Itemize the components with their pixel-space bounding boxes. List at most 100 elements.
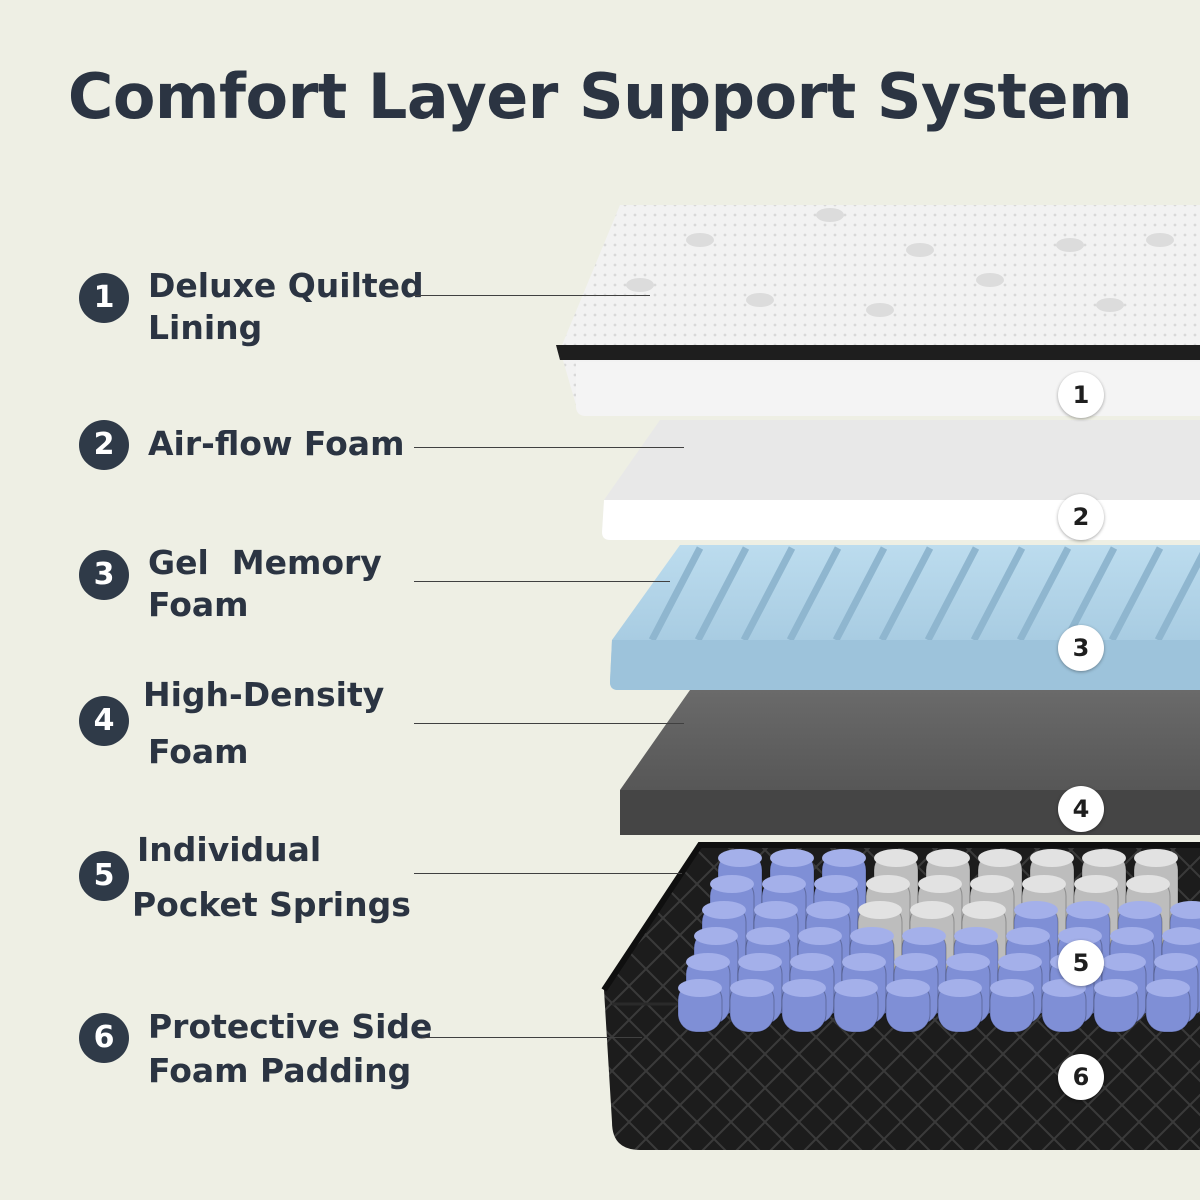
layer-number-5: 5 [79,851,129,901]
spring-top [694,927,738,945]
gel-ridge [970,546,1026,642]
layer-number-3: 3 [79,550,129,600]
page-title: Comfort Layer Support System [67,60,1133,133]
gel-ridge [878,546,934,642]
spring-top [938,979,982,997]
gel-ridge [648,546,704,642]
layer-number-4: 4 [79,696,129,746]
layer-label-3-line2: Foam [148,585,249,624]
layer-label-1-line2: Lining [148,308,263,347]
spring-top [686,953,730,971]
layer-tag-5: 5 [1058,940,1104,986]
layer-label-6-line1: Protective Side [148,1007,433,1046]
spring-top [738,953,782,971]
spring-top [978,849,1022,867]
spring-top [1082,849,1126,867]
spring-top [1006,927,1050,945]
leader-line-2 [414,447,684,448]
gel-ridge [1154,551,1200,642]
spring-top [894,953,938,971]
layer-label-5-line2: Pocket Springs [132,885,411,924]
layer-label-2-line1: Air-flow Foam [148,424,405,463]
layer-5-pocket-springs [677,849,1200,1033]
layer-label-1-line1: Deluxe Quilted [148,266,424,305]
spring-top [954,927,998,945]
spring-top [746,927,790,945]
gel-ridge [832,546,888,642]
spring-top [790,953,834,971]
leader-line-4 [414,723,684,724]
gel-ridge [740,546,796,642]
layer-number-1: 1 [79,273,129,323]
layer-label-5-line1: Individual [137,830,322,869]
spring-top [866,875,910,893]
spring-top [962,901,1006,919]
spring-top [1094,979,1138,997]
spring-top [886,979,930,997]
layer-1-quilted-lining [556,205,1200,416]
spring-top [762,875,806,893]
spring-top [770,849,814,867]
spring-top [1146,979,1190,997]
spring-top [782,979,826,997]
spring-top [806,901,850,919]
spring-top [902,927,946,945]
spring-top [1014,901,1058,919]
layer-3-gel-memory-foam [610,545,1200,690]
layer-2-airflow-foam [602,420,1200,540]
layer-number-2: 2 [79,420,129,470]
spring-top [1066,901,1110,919]
leader-line-3 [414,581,670,582]
spring-top [926,849,970,867]
spring-top [946,953,990,971]
spring-top [1102,953,1146,971]
gel-ridge [1108,546,1164,642]
gel-ridge [694,546,750,642]
gel-ridge [1016,546,1072,642]
gel-ridge [1062,546,1118,642]
layer-label-3-line1: Gel Memory [148,543,382,582]
spring-top [858,901,902,919]
spring-top [1154,953,1198,971]
spring-top [850,927,894,945]
layer-label-6-line2: Foam Padding [148,1051,412,1090]
layer-tag-1: 1 [1058,372,1104,418]
spring-top [970,875,1014,893]
spring-top [702,901,746,919]
leader-line-5 [414,873,682,874]
spring-top [814,875,858,893]
spring-top [1074,875,1118,893]
leader-line-6 [422,1037,642,1038]
layer-label-4-line1: High-Density [143,675,385,714]
spring-top [1022,875,1066,893]
layer-tag-3: 3 [1058,625,1104,671]
spring-top [910,901,954,919]
spring-top [718,849,762,867]
layer-label-4-line2: Foam [148,732,249,771]
layer-tag-2: 2 [1058,494,1104,540]
spring-top [710,875,754,893]
spring-top [1170,901,1200,919]
spring-top [730,979,774,997]
spring-top [1126,875,1170,893]
spring-top [918,875,962,893]
spring-top [822,849,866,867]
spring-top [1058,927,1102,945]
spring-top [678,979,722,997]
layer-tag-4: 4 [1058,786,1104,832]
spring-top [1134,849,1178,867]
gel-ridge [924,546,980,642]
spring-top [754,901,798,919]
spring-top [874,849,918,867]
leader-line-1 [414,295,650,296]
spring-top [842,953,886,971]
spring-top [1030,849,1074,867]
spring-top [798,927,842,945]
gel-ridge [786,546,842,642]
layer-tag-6: 6 [1058,1054,1104,1100]
layer-4-high-density-foam [620,690,1200,835]
spring-top [1118,901,1162,919]
layer-number-6: 6 [79,1013,129,1063]
spring-top [834,979,878,997]
